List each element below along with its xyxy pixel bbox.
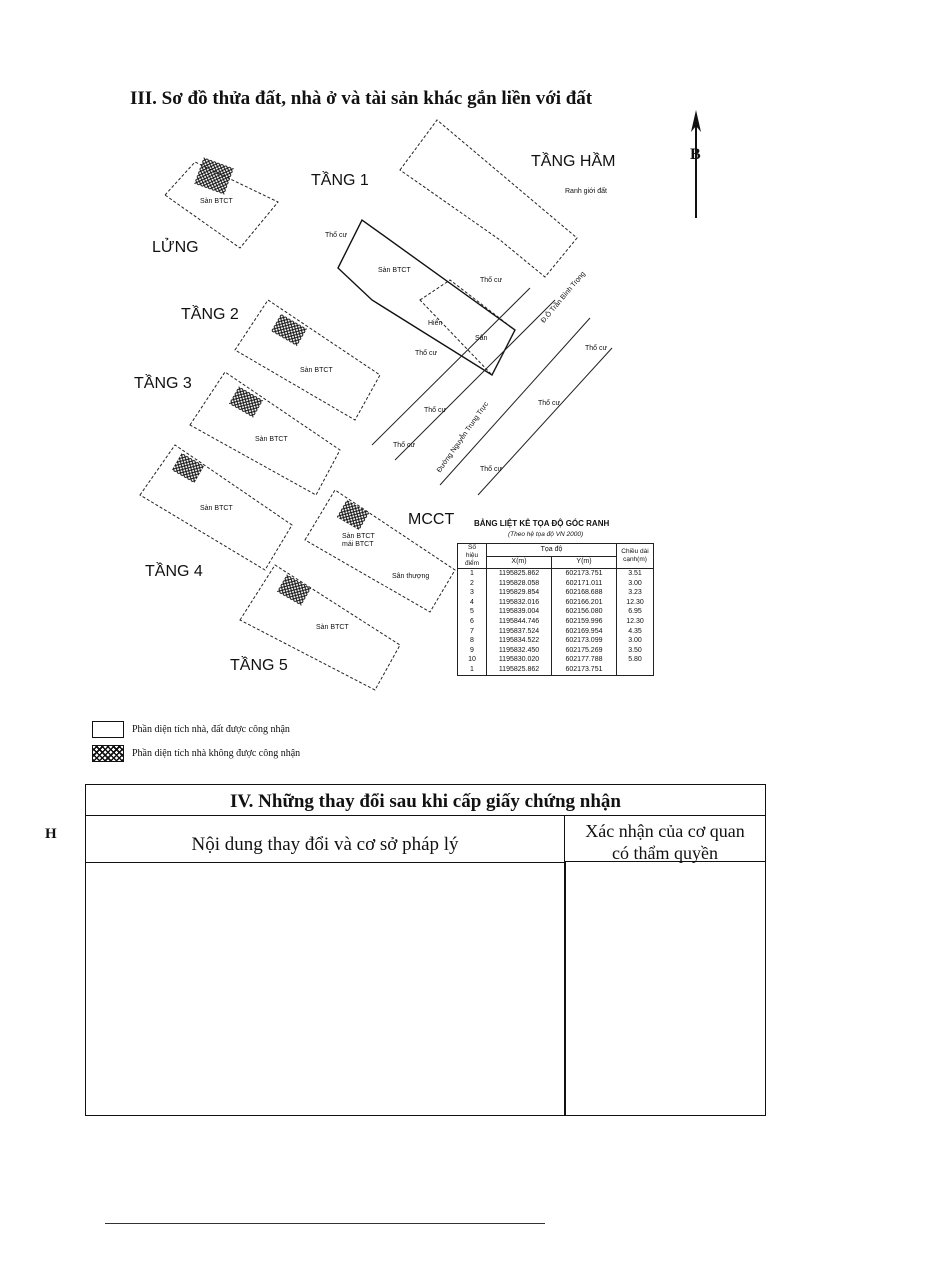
legend-recognized: Phần diện tích nhà, đất được công nhận xyxy=(92,721,290,738)
lung-hatch xyxy=(194,157,234,195)
coord-header-point: Số hiệu điểm xyxy=(457,543,487,569)
plan-label-san-btct: Sàn BTCT xyxy=(255,436,288,443)
floor-plan-drawing xyxy=(139,119,613,691)
coord-table: Số hiệu điểm Tọa độ Chiều dài cạnh(m) X(… xyxy=(457,543,654,676)
section-4-table: IV. Những thay đổi sau khi cấp giấy chứn… xyxy=(85,784,766,1116)
plan-label-ranh-gioi: Ranh giới đất xyxy=(565,188,607,195)
plan-label-hien: Hiên xyxy=(428,320,443,327)
bottom-rule xyxy=(105,1223,545,1224)
col-confirm-line2: có thẩm quyền xyxy=(612,843,718,863)
plan-label-san-btct: Sàn BTCT xyxy=(378,267,411,274)
plan-label-tho-cu: Thổ cư xyxy=(325,232,348,239)
legend-recognized-label: Phần diện tích nhà, đất được công nhận xyxy=(132,724,290,735)
plan-label-san-btct: Sàn BTCT xyxy=(200,505,233,512)
section-3-title: III. Sơ đồ thửa đất, nhà ở và tài sản kh… xyxy=(130,88,593,109)
plan-label-tho-cu: Thổ cư xyxy=(538,400,561,407)
floor-label-tang3: TẦNG 3 xyxy=(134,375,192,392)
floor-label-mcct: MCCT xyxy=(408,511,455,528)
plan-label-tho-cu: Thổ cư xyxy=(480,277,503,284)
margin-letter: H xyxy=(45,826,57,842)
north-arrow-icon xyxy=(688,110,718,225)
coord-header-coord: Tọa độ xyxy=(486,543,617,557)
plan-label-san: Sân xyxy=(475,335,488,342)
plan-label-san-btct: Sàn BTCT xyxy=(342,533,375,540)
plan-label-san-thuong: Sân thượng xyxy=(392,573,430,580)
floor-label-tang2: TẦNG 2 xyxy=(181,306,239,323)
plan-label-tho-cu: Thổ cư xyxy=(415,350,438,357)
plan-label-tho-cu: Thổ cư xyxy=(393,442,416,449)
legend-not-recognized: Phần diện tích nhà không được công nhận xyxy=(92,745,300,762)
legend-not-recognized-label: Phần diện tích nhà không được công nhận xyxy=(132,748,301,759)
plan-label-mai-btct: mái BTCT xyxy=(342,541,374,548)
plan-label-tho-cu: Thổ cư xyxy=(585,345,608,352)
plan-label-san-btct: Sàn BTCT xyxy=(200,198,233,205)
legend-swatch-blank xyxy=(92,721,124,738)
plan-label-tho-cu: Thổ cư xyxy=(480,466,503,473)
col-confirm-header: Xác nhận của cơ quan có thẩm quyền xyxy=(565,816,765,863)
coord-table-title: BẢNG LIỆT KÊ TỌA ĐỘ GÓC RANH xyxy=(474,519,610,528)
floor-label-tang1: TẦNG 1 xyxy=(311,172,369,189)
floor-label-lung: LỬNG xyxy=(152,239,199,256)
coord-table-subtitle: (Theo hệ tọa độ VN 2000) xyxy=(508,531,584,538)
coord-header-x: X(m) xyxy=(486,555,552,569)
plan-label-san-btct: Sàn BTCT xyxy=(300,367,333,374)
col-confirm-line1: Xác nhận của cơ quan xyxy=(585,821,745,841)
column-divider xyxy=(564,862,566,1115)
coord-header-edge: Chiều dài cạnh(m) xyxy=(616,543,654,569)
section-4-title: IV. Những thay đổi sau khi cấp giấy chứn… xyxy=(86,785,765,816)
col-content-header: Nội dung thay đổi và cơ sở pháp lý xyxy=(86,816,565,863)
plan-label-tho-cu: Thổ cư xyxy=(424,407,447,414)
plan-label-san-btct: Sàn BTCT xyxy=(316,624,349,631)
legend-swatch-hatched xyxy=(92,745,124,762)
floor-label-tang5: TẦNG 5 xyxy=(230,657,288,674)
coord-header-y: Y(m) xyxy=(551,555,617,569)
north-label: B xyxy=(690,146,701,163)
floor-label-ham: TẦNG HẦM xyxy=(531,153,616,170)
floor-label-tang4: TẦNG 4 xyxy=(145,563,203,580)
